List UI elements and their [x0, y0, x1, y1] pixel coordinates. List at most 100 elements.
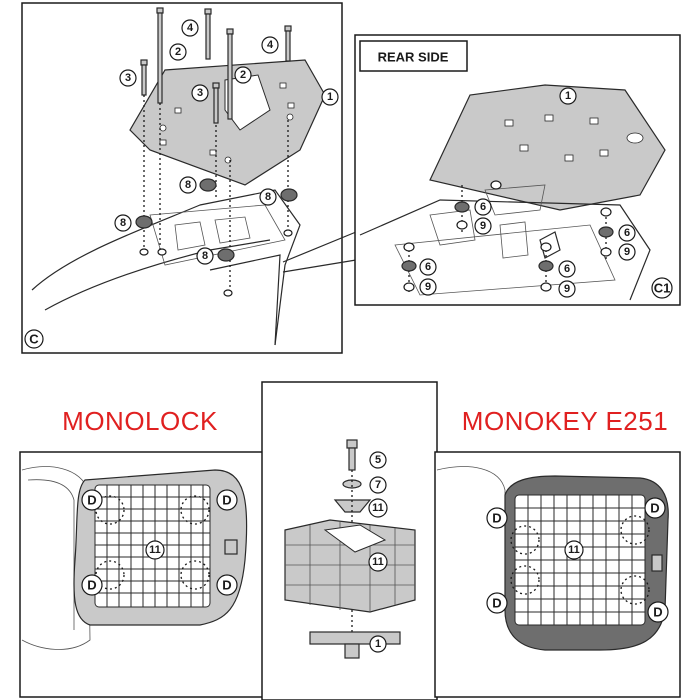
svg-text:8: 8	[202, 250, 208, 262]
svg-text:D: D	[87, 493, 96, 508]
rear-plate-holes	[504, 114, 644, 162]
monokey-panel: 11 D D D D	[434, 451, 681, 698]
rear-side-label: REAR SIDE	[378, 50, 449, 65]
detail-callout-1: 1	[369, 635, 387, 653]
monokey-center-label: 11	[564, 540, 584, 560]
rear-rack-frame	[394, 224, 616, 296]
detail-screw-head	[346, 439, 358, 449]
svg-text:8: 8	[265, 191, 271, 203]
svg-text:1: 1	[375, 638, 381, 650]
svg-text:9: 9	[480, 220, 486, 232]
c1-callout-9b: 9	[419, 278, 437, 296]
svg-text:6: 6	[480, 201, 486, 213]
rear-plate	[429, 84, 666, 211]
svg-text:11: 11	[372, 556, 384, 568]
rear-rack-outline	[359, 199, 651, 301]
svg-text:2: 2	[240, 69, 246, 81]
detail-grid-cell	[323, 524, 387, 553]
callout-8d: 8	[196, 247, 214, 265]
svg-text:D: D	[650, 501, 659, 516]
c1-callout-9c: 9	[558, 280, 576, 298]
svg-text:8: 8	[120, 217, 126, 229]
rear-bracket	[539, 231, 561, 259]
svg-text:D: D	[492, 511, 501, 526]
svg-text:11: 11	[372, 502, 384, 514]
connector-bottom	[282, 259, 357, 273]
detail-grid-block	[284, 519, 416, 613]
svg-text:D: D	[222, 493, 231, 508]
spacers	[135, 178, 298, 297]
svg-text:11: 11	[149, 544, 161, 556]
svg-text:1: 1	[565, 90, 571, 102]
detail-callout-7: 7	[369, 476, 387, 494]
svg-text:C: C	[29, 332, 39, 347]
monokey-title: MONOKEY E251	[462, 406, 668, 436]
c1-callout-9d: 9	[618, 243, 636, 261]
svg-text:9: 9	[564, 283, 570, 295]
rear-side-box	[359, 40, 468, 72]
detail-callout-11b: 11	[368, 552, 388, 572]
callout-8b: 8	[259, 188, 277, 206]
monolock-latch	[224, 539, 238, 555]
monolock-title: MONOLOCK	[62, 406, 218, 436]
mounting-plate	[129, 59, 326, 186]
svg-text:9: 9	[425, 281, 431, 293]
c1-callout-1: 1	[559, 87, 577, 105]
svg-text:C1: C1	[654, 281, 671, 296]
monolock-center-label: 11	[145, 540, 165, 560]
corner-label-c1: C1	[651, 277, 673, 299]
svg-text:6: 6	[425, 261, 431, 273]
rack-slots	[174, 216, 251, 251]
detail-plate	[309, 631, 401, 645]
rack-outline	[31, 189, 301, 346]
monolock-corner-d3: D	[81, 574, 103, 596]
monokey-latch	[651, 554, 663, 572]
svg-text:2: 2	[175, 46, 181, 58]
svg-text:D: D	[492, 596, 501, 611]
callout-3b: 3	[191, 84, 209, 102]
callout-2b: 2	[234, 66, 252, 84]
svg-text:D: D	[87, 578, 96, 593]
rear-fasteners	[401, 180, 614, 292]
callout-4a: 4	[181, 19, 199, 37]
detail-screw-shaft	[348, 447, 356, 471]
svg-text:9: 9	[624, 246, 630, 258]
monolock-bike-inner	[27, 479, 75, 630]
monokey-bike-outline	[436, 466, 506, 600]
svg-text:4: 4	[187, 22, 194, 34]
monolock-corner-d1: D	[81, 489, 103, 511]
plate-cutout	[224, 74, 271, 131]
c1-callout-6a: 6	[474, 198, 492, 216]
svg-text:5: 5	[375, 454, 381, 466]
panel-c1: REAR SIDE 1 6	[354, 34, 681, 306]
svg-text:3: 3	[125, 72, 131, 84]
callout-2a: 2	[169, 43, 187, 61]
panel-c: 2 2 4 4 3 3 1 8 8 8 8 C	[21, 2, 343, 354]
connector-top	[282, 231, 357, 263]
detail-callout-5: 5	[369, 451, 387, 469]
center-detail-panel: 5 7 11 11 1	[261, 381, 438, 700]
corner-label-c: C	[24, 329, 44, 349]
c1-callout-6d: 6	[618, 224, 636, 242]
guide-lines	[143, 95, 289, 295]
monolock-corner-d4: D	[216, 574, 238, 596]
rack-leg	[209, 254, 281, 346]
detail-nut	[344, 643, 360, 659]
detail-callout-11a: 11	[368, 498, 388, 518]
svg-text:8: 8	[185, 179, 191, 191]
callout-1: 1	[321, 88, 339, 106]
monolock-panel: 11 D D D D	[19, 451, 266, 698]
callout-3a: 3	[119, 69, 137, 87]
callout-4b: 4	[261, 36, 279, 54]
svg-text:1: 1	[327, 91, 333, 103]
monokey-corner-d1: D	[486, 507, 508, 529]
monolock-lock-zones	[95, 495, 210, 590]
monokey-corner-d2: D	[644, 497, 666, 519]
c1-callout-6c: 6	[558, 260, 576, 278]
svg-text:D: D	[653, 605, 662, 620]
c1-callout-9a: 9	[474, 217, 492, 235]
monolock-corner-d2: D	[216, 489, 238, 511]
monokey-lock-zones	[510, 515, 650, 605]
callout-8c: 8	[114, 214, 132, 232]
